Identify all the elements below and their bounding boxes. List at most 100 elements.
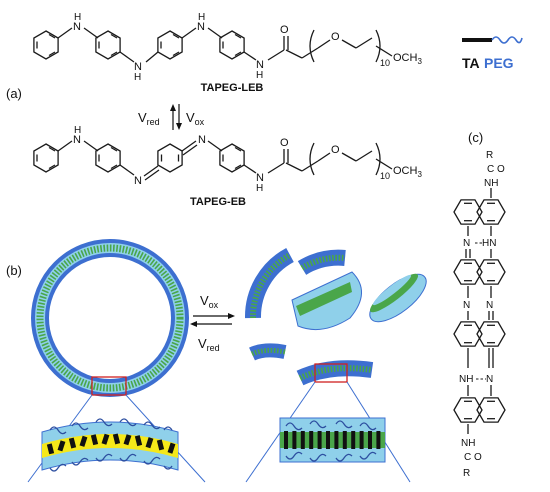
fragment-arc-top <box>297 249 346 275</box>
atom-r: R <box>463 468 470 479</box>
legend-peg-text: PEG <box>484 55 514 71</box>
phenylene-ring <box>95 30 121 60</box>
atom-r: R <box>486 150 493 161</box>
atom-n: N <box>198 134 206 146</box>
atom-n: N <box>73 134 81 146</box>
atom-nh: NH <box>461 438 475 449</box>
vesicle-core <box>36 244 184 392</box>
atom-c: C <box>487 164 494 175</box>
phenylene-ring <box>157 30 183 60</box>
fragment-arc-left <box>244 247 295 319</box>
hbond-stack: R C O NH N HN N N NH N <box>453 150 506 479</box>
panel-label-c: (c) <box>468 130 483 145</box>
stacked-segment <box>145 437 154 449</box>
v-red-label: Vred <box>138 110 160 127</box>
repeat-count: 10 <box>380 58 390 68</box>
atom-o: O <box>280 24 289 36</box>
stacked-segment <box>300 431 305 449</box>
atom-n: N <box>486 374 493 385</box>
stacked-segment <box>334 431 339 449</box>
stacked-segment <box>309 431 314 449</box>
stacked-segment <box>112 433 121 445</box>
stacked-segment <box>342 431 347 449</box>
atom-n: N <box>463 300 470 311</box>
stacked-segment <box>351 431 356 449</box>
atom-o: O <box>331 144 340 156</box>
phenylene-ring <box>453 397 483 423</box>
membrane-zoom-reduced <box>41 418 179 472</box>
atom-h: H <box>74 125 81 136</box>
phenyl-ring <box>33 30 59 60</box>
b-v-red-label: Vred <box>198 336 220 353</box>
stacked-segment <box>68 437 77 449</box>
atom-n: N <box>134 61 142 73</box>
phenyl-ring <box>476 397 506 423</box>
phenylene-ring <box>453 321 483 347</box>
compound-label-leb: TAPEG-LEB <box>201 82 264 94</box>
atom-h: H <box>134 72 141 83</box>
atom-n: N <box>73 21 81 33</box>
methoxy-label: OCH3 <box>393 165 422 179</box>
stacked-segment <box>57 440 66 452</box>
stacked-segment <box>326 431 330 449</box>
compound-label-eb: TAPEG-EB <box>190 196 246 208</box>
atom-n: N <box>256 59 264 71</box>
phenylene-ring <box>476 259 506 285</box>
atom-o: O <box>497 164 505 175</box>
stacked-segment <box>359 431 364 449</box>
membrane-zoom-oxidized <box>279 417 386 463</box>
quinoid-ring <box>453 259 483 285</box>
redox-arrows-b: Vox Vred <box>190 293 235 353</box>
quinoid-ring <box>157 143 183 173</box>
atom-nh: NH <box>484 178 498 189</box>
fragment-arc-bottom <box>296 360 374 386</box>
fragment-disc-small <box>369 273 427 323</box>
quinoid-ring <box>476 321 506 347</box>
fragment-disc-large <box>291 271 362 331</box>
phenyl-ring <box>453 199 483 225</box>
repeat-count: 10 <box>380 171 390 181</box>
phenylene-ring <box>219 143 245 173</box>
zoom-box <box>91 376 127 396</box>
stacked-segment <box>368 431 372 449</box>
b-v-ox-label: Vox <box>200 293 219 310</box>
atom-n: N <box>256 172 264 184</box>
tapeg-legend: TA PEG <box>462 36 523 71</box>
atom-o: O <box>280 137 289 149</box>
tapeg-eb-structure: N H N N N H O O 10 OCH3 TAPEG-EB <box>33 125 422 208</box>
tapeg-leb-structure: N H N H N H N H O O 10 OCH3 TAPEG-LEB <box>33 12 422 94</box>
atom-h: H <box>256 70 263 81</box>
stacked-segment <box>376 431 381 449</box>
panel-label-b: (b) <box>6 263 22 278</box>
atom-o: O <box>474 452 482 463</box>
legend-ta-text: TA <box>462 55 480 71</box>
panel-label-a: (a) <box>6 86 22 101</box>
stacked-segment <box>156 439 165 451</box>
atom-h: H <box>256 183 263 194</box>
stacked-segment <box>292 431 297 449</box>
phenyl-ring <box>33 143 59 173</box>
phenylene-ring <box>219 30 245 60</box>
stacked-segment <box>317 431 322 449</box>
zoom-box <box>314 363 348 383</box>
stacked-segment <box>134 435 143 447</box>
stacked-segment <box>101 433 110 445</box>
stacked-segment <box>79 435 88 447</box>
v-ox-label: Vox <box>186 110 205 127</box>
methoxy-label: OCH3 <box>393 52 422 66</box>
peg-segment <box>491 36 523 44</box>
stacked-segment <box>123 434 132 446</box>
atom-hn: HN <box>482 238 496 249</box>
atom-h: H <box>74 12 81 23</box>
atom-n: N <box>486 300 493 311</box>
phenylene-ring <box>95 143 121 173</box>
stacked-segment <box>46 443 55 455</box>
atom-o: O <box>331 31 340 43</box>
stacked-segment <box>284 431 288 449</box>
atom-n: N <box>463 238 470 249</box>
stacked-segment <box>90 434 99 446</box>
atom-n: N <box>197 21 205 33</box>
vesicle-fragments <box>244 247 427 386</box>
